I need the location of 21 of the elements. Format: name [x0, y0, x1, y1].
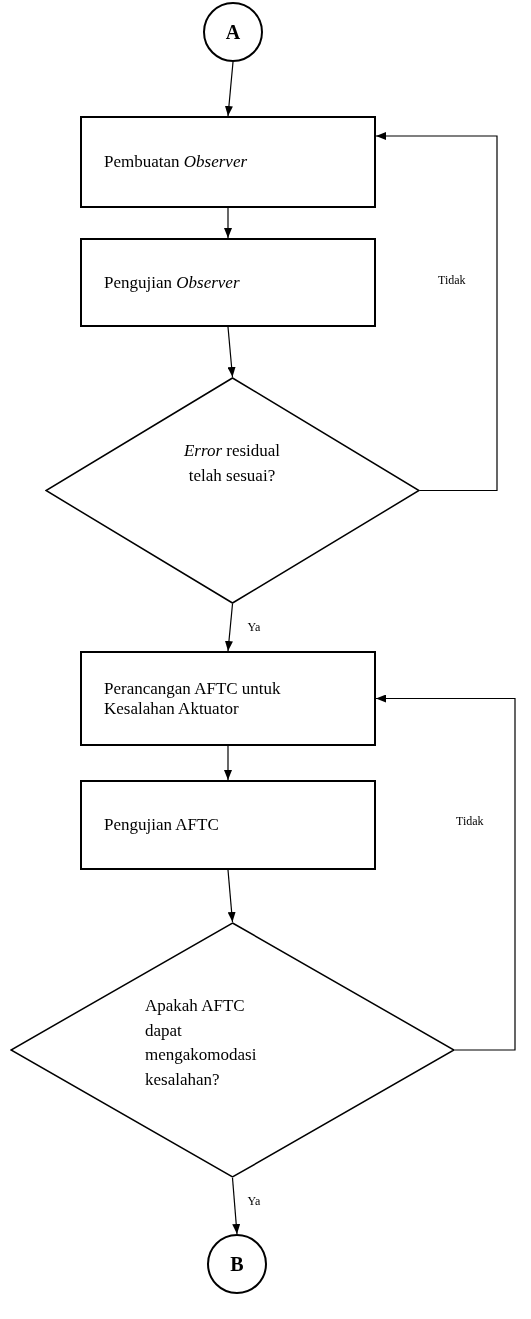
arrow	[375, 132, 498, 492]
process-text: Pengujian Observer	[104, 272, 240, 293]
process-text: Pembuatan Observer	[104, 152, 248, 172]
arrow	[224, 745, 232, 781]
arrow	[224, 207, 232, 239]
process-text: Perancangan AFTC untuk Kesalahan Aktuator	[104, 678, 282, 719]
process-box	[80, 238, 376, 327]
arrow	[227, 869, 236, 923]
process-box	[80, 780, 376, 870]
arrow	[224, 61, 234, 117]
process-box	[80, 651, 376, 746]
decision-text: Error residual telah sesuai?	[182, 440, 282, 487]
decision-text: Apakah AFTC dapat mengakomodasi kesalahan?	[145, 995, 258, 1091]
connector-circle: A	[203, 2, 263, 62]
arrow	[231, 1177, 241, 1235]
process-text: Pengujian AFTC	[104, 815, 219, 835]
arrow	[375, 694, 516, 1051]
arrow	[224, 603, 234, 652]
connector-circle: B	[207, 1234, 267, 1294]
process-box	[80, 116, 376, 208]
arrow	[227, 326, 236, 378]
